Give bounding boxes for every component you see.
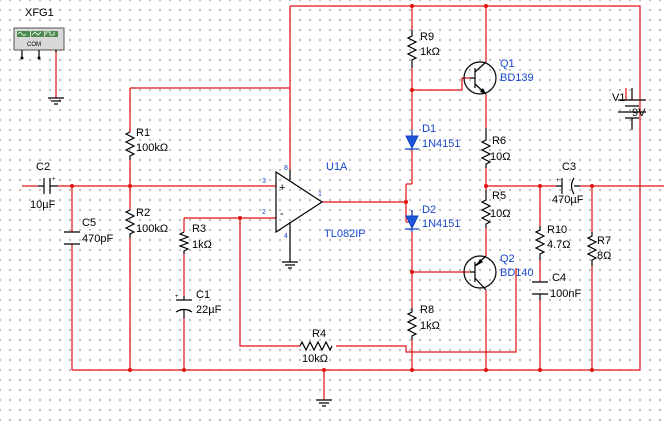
c5-value: 470pF	[82, 233, 113, 245]
opamp-pin-8: 8	[284, 165, 288, 172]
opamp-pin-3: 3	[262, 178, 266, 185]
r4-value: 10kΩ	[302, 353, 328, 365]
resistor-r3[interactable]	[178, 231, 190, 254]
v1-label: V1	[612, 92, 625, 104]
c3-value: 470µF	[552, 194, 584, 206]
r4-label: R4	[312, 328, 326, 340]
resistor-r1[interactable]	[124, 131, 136, 160]
opamp-pin-1: 1	[318, 191, 322, 198]
d1-label: D1	[422, 123, 436, 135]
capacitor-c1[interactable]: +	[175, 294, 193, 318]
opamp-pin-2: 2	[262, 209, 266, 216]
capacitor-c2[interactable]: +	[38, 177, 58, 194]
r1-label: R1	[136, 127, 150, 139]
v1-value: 9V	[632, 107, 646, 119]
q2-label: Q2	[500, 253, 515, 265]
r2-value: 100kΩ	[136, 223, 168, 235]
c3-label: C3	[562, 161, 576, 173]
diode-d2[interactable]	[405, 210, 419, 232]
resistor-r7[interactable]	[586, 232, 598, 266]
svg-text:+: +	[52, 177, 56, 183]
xfg1-com-label: COM	[27, 42, 41, 48]
diode-d1[interactable]	[405, 130, 419, 150]
resistor-r4[interactable]	[299, 340, 333, 352]
c4-value: 100nF	[550, 288, 581, 300]
q1-part: BD139	[500, 72, 534, 84]
q1-label: Q1	[500, 58, 515, 70]
r5-label: R5	[492, 190, 506, 202]
opamp-minus: -	[280, 208, 284, 220]
ground-symbol-main	[316, 399, 332, 407]
resistor-r2[interactable]	[124, 209, 136, 238]
resistor-r6[interactable]	[480, 128, 492, 168]
resistor-r9[interactable]	[406, 30, 418, 68]
r6-label: R6	[492, 135, 506, 147]
resistor-r5[interactable]	[480, 190, 492, 228]
wires	[22, 5, 664, 400]
xfg1-label: XFG1	[25, 7, 54, 19]
resistor-r8[interactable]	[406, 308, 418, 340]
d2-part: 1N4151	[422, 218, 461, 230]
transistor-q1[interactable]	[463, 61, 497, 95]
c1-label: C1	[196, 289, 210, 301]
r5-value: 10Ω	[490, 208, 510, 220]
battery-v1[interactable]	[618, 88, 646, 130]
resistor-r10[interactable]	[534, 226, 546, 260]
r8-value: 1kΩ	[420, 320, 440, 332]
d2-label: D2	[422, 204, 436, 216]
q2-part: BD140	[500, 267, 534, 279]
opamp-u1a[interactable]: + - 3 2 1 8 4	[262, 165, 324, 269]
r10-value: 4.7Ω	[547, 239, 571, 251]
c2-label: C2	[36, 161, 50, 173]
r9-label: R9	[420, 31, 434, 43]
c4-label: C4	[552, 272, 566, 284]
r10-label: R10	[547, 224, 567, 236]
r2-label: R2	[136, 207, 150, 219]
capacitor-c5[interactable]	[64, 231, 80, 245]
r3-label: R3	[192, 223, 206, 235]
r7-label: R7	[597, 235, 611, 247]
r1-value: 100kΩ	[136, 142, 168, 154]
capacitor-c3[interactable]: +	[556, 177, 580, 195]
r3-value: 1kΩ	[192, 239, 212, 251]
r7-value: 8Ω	[597, 250, 611, 262]
r9-value: 1kΩ	[420, 46, 440, 58]
c2-value: 10µF	[30, 199, 56, 211]
u1a-label: U1A	[326, 161, 348, 173]
transistor-q2[interactable]	[463, 255, 497, 291]
r6-value: 10Ω	[490, 151, 510, 163]
opamp-pin-4: 4	[284, 233, 288, 240]
c1-value: 22µF	[196, 304, 222, 316]
opamp-plus: +	[279, 182, 285, 194]
junctions	[70, 4, 594, 372]
ground-symbol-xfg1	[48, 97, 64, 105]
c5-label: C5	[82, 217, 96, 229]
u1a-part: TL082IP	[324, 228, 366, 240]
d1-part: 1N4151	[422, 138, 461, 150]
r8-label: R8	[420, 304, 434, 316]
function-generator-xfg1[interactable]: COM	[13, 27, 65, 60]
svg-text:+: +	[556, 178, 560, 184]
capacitor-c4[interactable]	[532, 281, 548, 300]
svg-text:+: +	[175, 294, 179, 300]
